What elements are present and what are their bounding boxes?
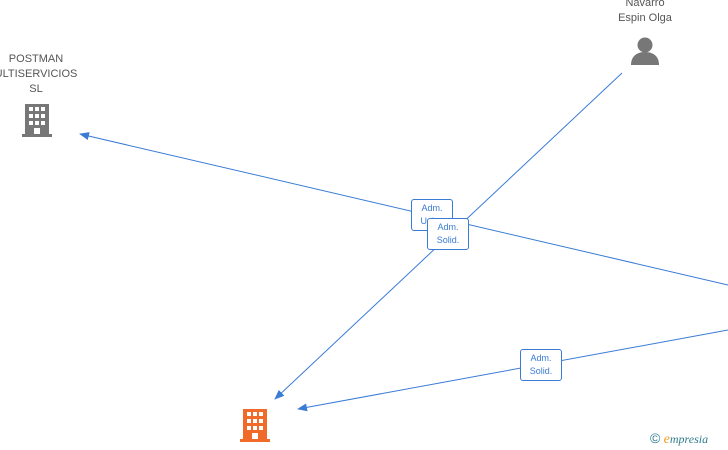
brand-logo-initial: e [663,432,670,447]
copyright-footer: © empresia [650,430,708,448]
node-label-navarro: Navarro Espin Olga [618,0,672,24]
building-icon[interactable] [22,104,52,137]
edge-line-adm-unico [79,132,728,286]
brand-logo-text: mpresia [669,432,709,446]
edge-label-adm-solid-navarro[interactable]: Adm. Solid. [427,218,469,250]
edge-line-adm-solid-right [297,329,728,412]
person-icon[interactable] [631,37,659,66]
node-label-postman: POSTMAN ULTISERVICIOS SL [0,53,78,95]
focus-building-icon[interactable] [240,409,270,442]
edge-label-adm-solid-right[interactable]: Adm. Solid. [520,349,562,381]
copyright-symbol: © [650,430,661,446]
